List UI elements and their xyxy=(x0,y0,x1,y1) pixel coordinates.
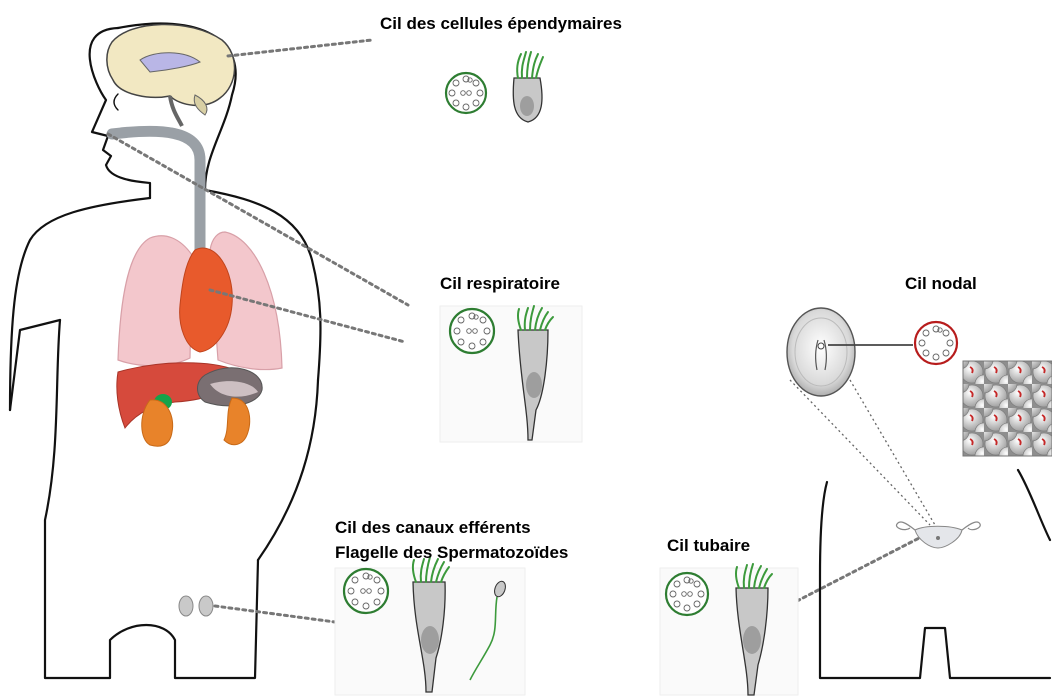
label-efferent-duct-cilium: Cil des canaux efférents xyxy=(335,517,531,539)
female-body-outline xyxy=(820,470,1050,678)
stomach xyxy=(198,368,263,406)
label-sperm-flagellum: Flagelle des Spermatozoïdes xyxy=(335,542,568,564)
label-tubal-cilium: Cil tubaire xyxy=(667,535,750,557)
label-nodal-cilium: Cil nodal xyxy=(905,273,977,295)
label-respiratory-cilium: Cil respiratoire xyxy=(440,273,560,295)
tubal-axoneme-section xyxy=(666,573,708,615)
testes xyxy=(179,596,213,616)
embryo xyxy=(787,308,855,396)
nodal-axoneme-section xyxy=(915,322,957,364)
ependymal-axoneme-section xyxy=(446,73,486,113)
brain xyxy=(107,24,235,126)
respiratory-axoneme-section xyxy=(450,309,494,353)
label-ependymal-cilium: Cil des cellules épendymaires xyxy=(380,13,622,35)
embryo-callout-lines xyxy=(790,380,935,525)
efferent-axoneme-section xyxy=(344,569,388,613)
kidneys xyxy=(142,398,250,446)
node-cell-field xyxy=(963,361,1052,456)
ependymal-ciliated-cell xyxy=(513,52,543,122)
